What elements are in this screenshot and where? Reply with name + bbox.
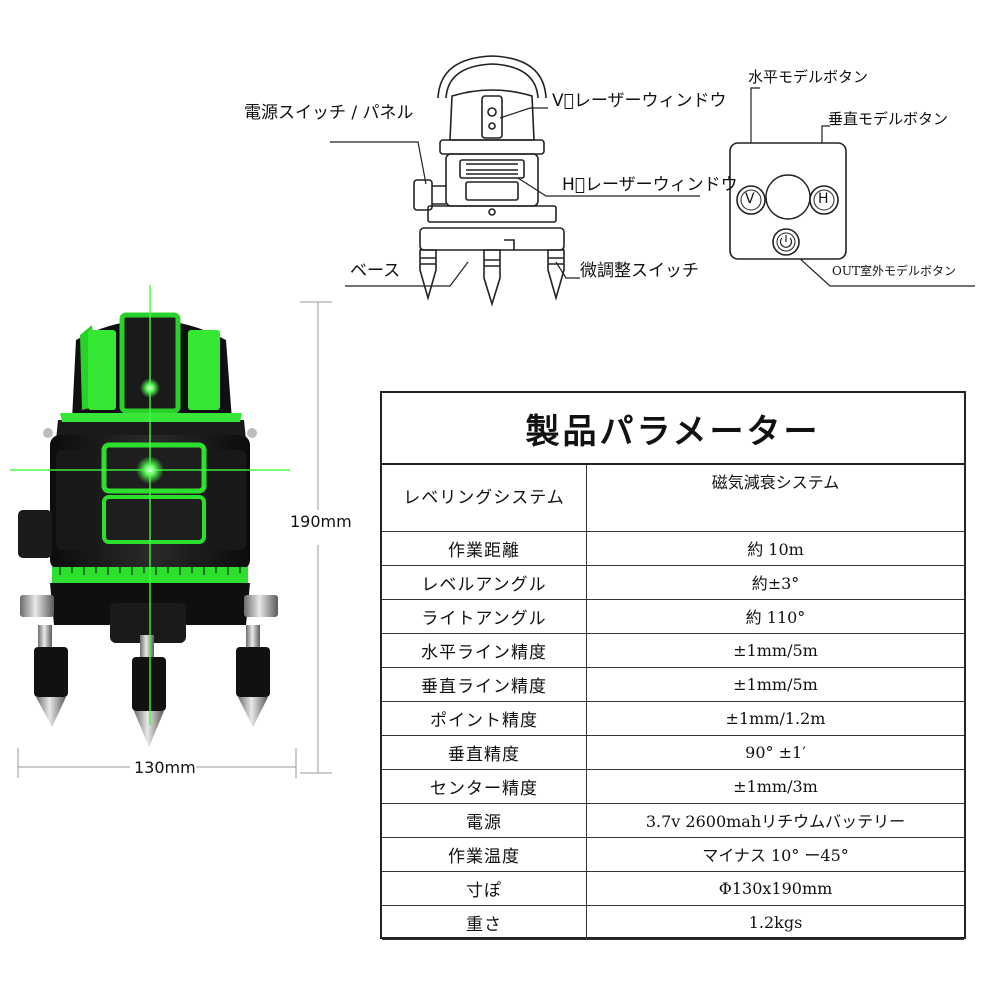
leader-base [345,261,469,287]
leg-left-photo [34,625,68,727]
label-h-window: H゙レーザーウィンドウ [562,175,738,195]
leader-fine [555,261,580,279]
spec-value: 約±3° [586,564,964,600]
spec-value: ±1mm/5m [586,632,964,668]
label-base: ベース [350,261,401,281]
dimension-lines [17,301,332,778]
spec-title: 製品パラメーター [382,393,964,465]
control-panel [729,142,847,260]
spec-key: ライトアングル [382,598,587,634]
base-outline [427,205,557,223]
spec-value: 約 10m [586,530,964,566]
spec-row: 作業距離約 10m [382,530,964,566]
side-knob [18,510,52,558]
spec-value: 90° ±1′ [586,734,964,770]
leg-right [547,249,565,301]
spec-value: 磁気減衰システム [586,465,964,532]
label-power-switch: 電源スイッチ / パネル [244,103,414,123]
leg-center [483,249,501,307]
h-window-outline [459,159,525,179]
width-dimension: 130mm [134,758,196,777]
spec-row: 水平ライン精度±1mm/5m [382,632,964,668]
label-fine-adjust: 微調整スイッチ [580,261,699,281]
spec-value: ±1mm/3m [586,768,964,804]
label-v-window: V゙レーザーウィンドウ [552,91,727,111]
spec-value: ±1mm/1.2m [586,700,964,736]
spec-value: マイナス 10° ー45° [586,836,964,872]
v-button-letter[interactable]: V [745,191,755,207]
spec-key: 水平ライン精度 [382,632,587,668]
spec-key: 電源 [382,802,587,838]
leader-h-window [517,177,700,197]
spec-row: ライトアングル約 110° [382,598,964,634]
right-green-panel [188,330,220,410]
spec-value: ±1mm/5m [586,666,964,702]
spec-key: 垂直ライン精度 [382,666,587,702]
leader-power [330,141,427,185]
spec-row: ポイント精度±1mm/1.2m [382,700,964,736]
spec-row: レベリングシステム磁気減衰システム [382,465,964,532]
spec-key: 重さ [382,904,587,940]
top-housing-outline [449,89,535,141]
height-dimension: 190mm [290,512,352,531]
left-green-panel [88,330,116,410]
spec-value: 約 110° [586,598,964,634]
power-icon [779,237,793,248]
h-button-letter[interactable]: H [818,191,829,207]
spec-value: Φ130x190mm [586,870,964,906]
product-illustration [10,285,290,747]
leg-left [419,249,437,301]
green-band [60,413,242,422]
spec-key: ポイント精度 [382,700,587,736]
spec-key: センター精度 [382,768,587,804]
spec-value: 3.7v 2600mahリチウムバッテリー [586,802,964,838]
spec-key: レベルアングル [382,564,587,600]
leader-v-window [499,107,548,119]
spec-value: 1.2kgs [586,904,964,940]
spec-row: センター精度±1mm/3m [382,768,964,804]
spec-key: レベリングシステム [382,465,587,532]
label-vertical-button: 垂直モデルボタン [828,110,949,128]
leg-right-photo [236,625,270,727]
v-window-outline [481,95,503,139]
label-outdoor-button: OUT室外モデルボタン [832,264,956,278]
spec-key: 作業温度 [382,836,587,872]
line-drawing-diagram [330,55,975,307]
handle-outline [437,55,547,99]
spec-row: 作業温度マイナス 10° ー45° [382,836,964,872]
spec-key: 作業距離 [382,530,587,566]
side-knob-outline [413,179,433,211]
spec-key: 垂直精度 [382,734,587,770]
spec-row: レベルアングル約±3° [382,564,964,600]
spec-key: 寸ぽ [382,870,587,906]
spec-row: 垂直ライン精度±1mm/5m [382,666,964,702]
label-horizontal-button: 水平モデルボタン [748,68,869,86]
